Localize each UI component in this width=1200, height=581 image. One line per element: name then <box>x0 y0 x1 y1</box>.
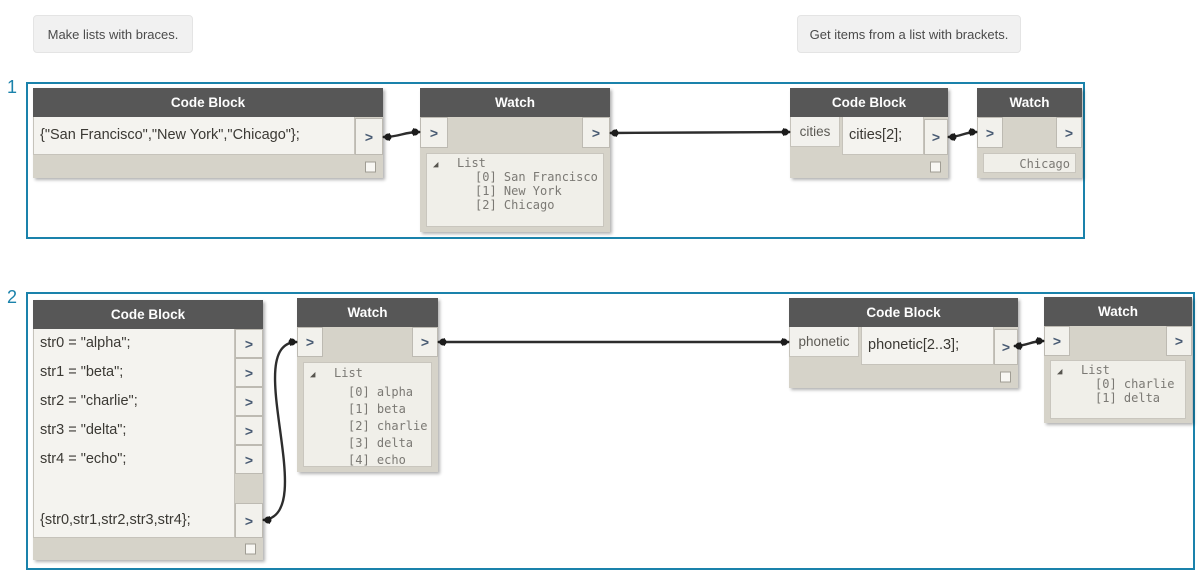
code-line: str3 = "delta"; <box>40 422 127 438</box>
list-item: [2] Chicago <box>475 198 555 212</box>
watch-list-view: ◢ List [0] charlie [1] delta <box>1050 360 1186 419</box>
input-port[interactable]: > <box>297 327 323 357</box>
node-footer <box>790 155 948 178</box>
code-editor[interactable]: cities[2]; <box>842 117 924 155</box>
node-footer <box>33 538 263 560</box>
output-port[interactable]: > <box>1056 117 1082 148</box>
output-port[interactable]: > <box>1166 326 1192 356</box>
list-item: [0] charlie <box>1095 377 1175 391</box>
code-block-node-range[interactable]: Code Block phonetic phonetic[2..3]; > <box>789 298 1018 388</box>
code-editor[interactable]: phonetic[2..3]; <box>861 327 994 365</box>
tree-expand-toggle[interactable]: ◢ <box>1057 367 1063 377</box>
code-editor[interactable]: str0 = "alpha"; str1 = "beta"; str2 = "c… <box>33 329 235 538</box>
tree-expand-toggle[interactable]: ◢ <box>433 160 439 170</box>
node-checkbox[interactable] <box>1000 371 1011 382</box>
output-port-column: > > > > > > <box>235 329 263 538</box>
note-make-lists[interactable]: Make lists with braces. <box>33 15 193 53</box>
output-port-list[interactable]: > <box>235 503 263 538</box>
code-line: str4 = "echo"; <box>40 451 127 467</box>
tree-root-label: List <box>334 366 363 380</box>
list-item: [1] beta <box>348 402 406 416</box>
code-block-node-city-list[interactable]: Code Block {"San Francisco","New York","… <box>33 88 383 178</box>
node-footer <box>789 365 1018 388</box>
output-port-str1[interactable]: > <box>235 358 263 387</box>
section-2-number: 2 <box>6 287 17 307</box>
node-header[interactable]: Watch <box>1044 297 1192 326</box>
output-port-column: > <box>924 117 948 155</box>
node-footer <box>33 155 383 178</box>
input-port-cities[interactable]: cities <box>790 117 840 147</box>
list-item: [0] alpha <box>348 385 414 399</box>
code-block-node-index[interactable]: Code Block cities cities[2]; > <box>790 88 948 178</box>
note-get-items[interactable]: Get items from a list with brackets. <box>797 15 1021 53</box>
section-2-frame <box>26 292 1195 570</box>
output-port-column: > <box>355 117 383 155</box>
watch-list-view: ◢ List [0] San Francisco [1] New York [2]… <box>426 153 604 227</box>
node-header[interactable]: Watch <box>420 88 610 117</box>
node-header[interactable]: Watch <box>297 298 438 327</box>
watch-node-city-list[interactable]: Watch > > ◢ List [0] San Francisco [1] Ne… <box>420 88 610 232</box>
list-item: [1] delta <box>1095 391 1161 405</box>
list-item: [2] charlie <box>348 419 428 433</box>
code-line: str2 = "charlie"; <box>40 393 138 409</box>
output-port[interactable]: > <box>582 117 610 148</box>
list-item: [0] San Francisco <box>475 170 598 184</box>
watch-list-view: ◢ List [0] alpha [1] beta [2] charlie [3]… <box>303 362 432 467</box>
list-item: [1] New York <box>475 184 562 198</box>
node-header[interactable]: Code Block <box>790 88 948 117</box>
input-port[interactable]: > <box>420 117 448 148</box>
input-port[interactable]: > <box>977 117 1003 148</box>
code-line: str0 = "alpha"; <box>40 335 131 351</box>
input-port-phonetic[interactable]: phonetic <box>789 327 859 357</box>
watch-node-item[interactable]: Watch > > Chicago <box>977 88 1082 178</box>
output-port-str0[interactable]: > <box>235 329 263 358</box>
code-editor[interactable]: {"San Francisco","New York","Chicago"}; <box>33 117 355 155</box>
section-1-frame <box>26 82 1085 239</box>
code-block-node-variables[interactable]: Code Block str0 = "alpha"; str1 = "beta"… <box>33 300 263 560</box>
node-header[interactable]: Watch <box>977 88 1082 117</box>
node-header[interactable]: Code Block <box>789 298 1018 327</box>
tree-root-label: List <box>1081 363 1110 377</box>
output-port[interactable]: > <box>994 329 1018 365</box>
output-port-str3[interactable]: > <box>235 416 263 445</box>
code-line-empty <box>34 474 234 503</box>
node-header[interactable]: Code Block <box>33 300 263 329</box>
node-checkbox[interactable] <box>930 161 941 172</box>
output-port-column: > <box>994 327 1018 365</box>
port-gap <box>235 474 263 503</box>
node-header[interactable]: Code Block <box>33 88 383 117</box>
node-checkbox[interactable] <box>365 161 376 172</box>
input-port[interactable]: > <box>1044 326 1070 356</box>
tree-root-label: List <box>457 156 486 170</box>
section-1-number: 1 <box>6 77 17 97</box>
code-line: {str0,str1,str2,str3,str4}; <box>40 512 191 528</box>
watch-node-phonetic-list[interactable]: Watch > > ◢ List [0] alpha [1] beta [2] c… <box>297 298 438 472</box>
watch-node-range-result[interactable]: Watch > > ◢ List [0] charlie [1] delta <box>1044 297 1192 423</box>
output-port[interactable]: > <box>924 119 948 155</box>
output-port[interactable]: > <box>412 327 438 357</box>
list-item: [3] delta <box>348 436 414 450</box>
code-line: str1 = "beta"; <box>40 364 124 380</box>
output-port-str4[interactable]: > <box>235 445 263 474</box>
output-port-str2[interactable]: > <box>235 387 263 416</box>
list-item: [4] echo <box>348 453 406 467</box>
output-port[interactable]: > <box>355 118 383 155</box>
node-checkbox[interactable] <box>245 543 256 555</box>
tree-expand-toggle[interactable]: ◢ <box>310 370 316 380</box>
watch-value: Chicago <box>983 153 1076 173</box>
